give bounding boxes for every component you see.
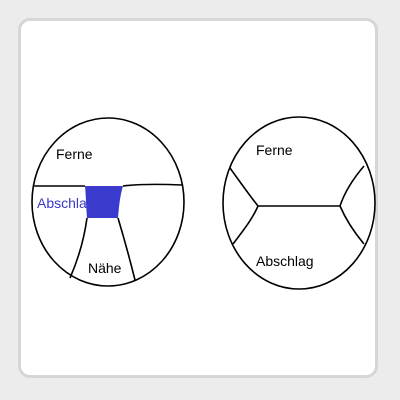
right-lens-right-upper-line	[339, 165, 365, 207]
right-lens-left-lower-line	[232, 205, 259, 245]
right-lens-left-upper-line	[229, 167, 259, 207]
left-lens-transition-label: Abschlag	[37, 195, 95, 211]
right-lens-outline	[222, 116, 376, 290]
left-lens-far-label: Ferne	[56, 146, 93, 162]
left-lens-channel-left-line	[69, 217, 88, 279]
left-lens: Ferne Abschlag Nähe	[31, 117, 185, 287]
right-lens-right-lower-line	[339, 205, 365, 245]
left-lens-divider-line	[33, 183, 183, 187]
left-lens-outline	[31, 117, 185, 287]
left-lens-channel-right-line	[117, 217, 136, 281]
diagram-panel	[18, 18, 378, 378]
left-lens-near-label: Nähe	[88, 260, 122, 276]
right-lens: Ferne Abschlag	[222, 116, 376, 290]
right-lens-far-label: Ferne	[256, 142, 293, 158]
left-lens-highlight-segment	[85, 186, 123, 218]
right-lens-transition-label: Abschlag	[256, 253, 314, 269]
